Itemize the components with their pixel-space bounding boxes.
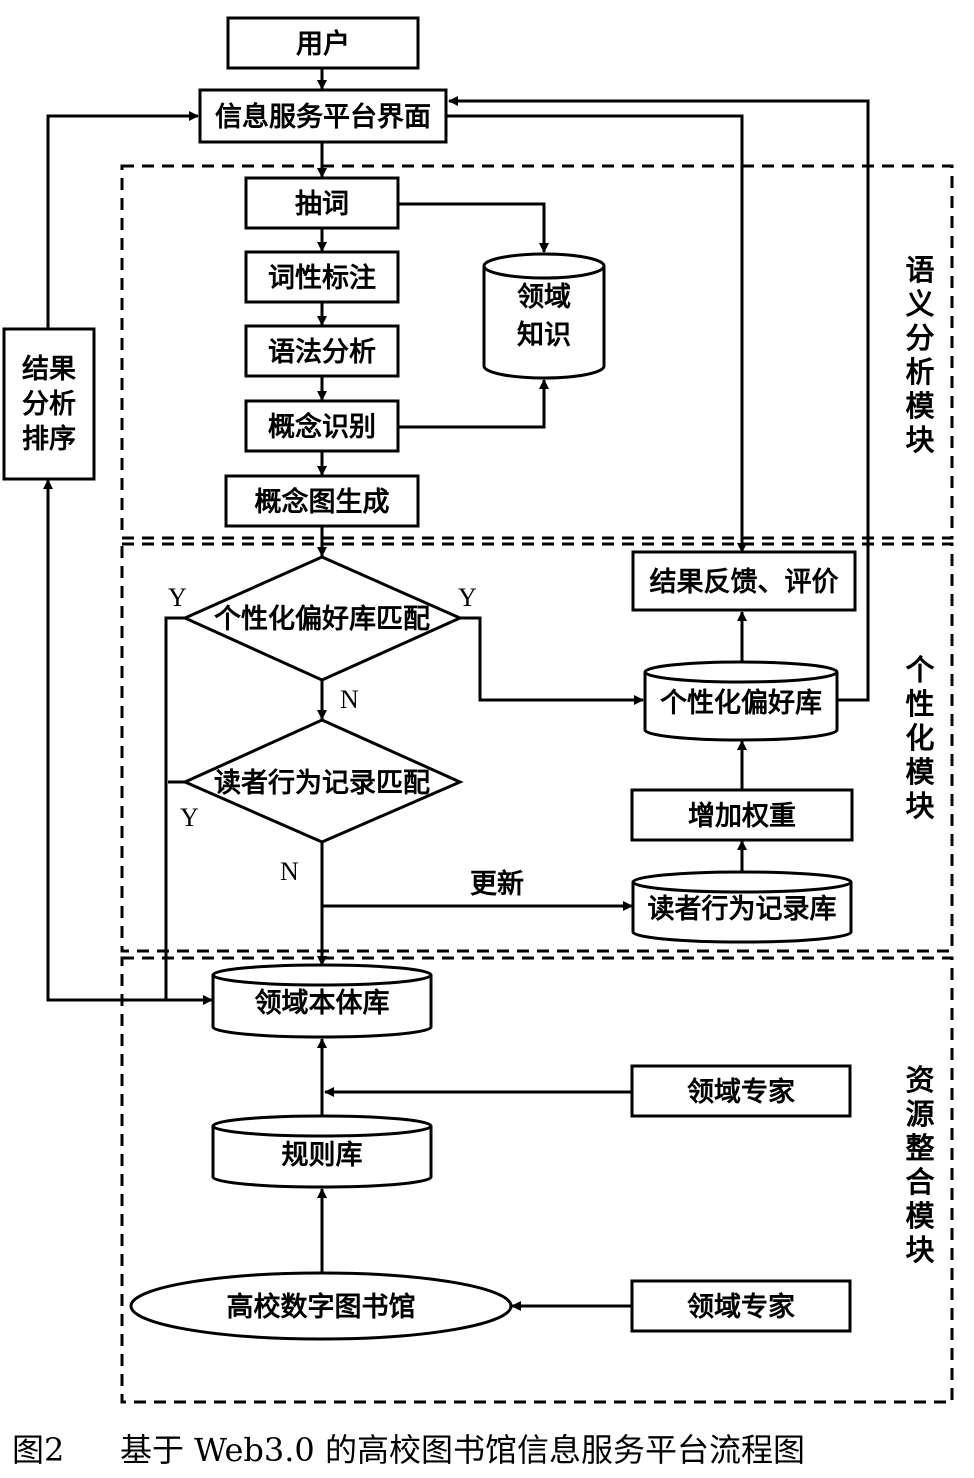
concept-recog-label: 概念识别 xyxy=(268,411,376,443)
svg-text:分: 分 xyxy=(905,321,934,355)
feedback-box xyxy=(631,550,857,612)
pref-no-label: N xyxy=(340,685,359,714)
pref-match-label: 个性化偏好库匹配 xyxy=(214,604,430,635)
pos-tag-label: 词性标注 xyxy=(268,262,376,294)
syntax-label: 语法分析 xyxy=(268,337,376,368)
pref-match-decision xyxy=(181,555,464,682)
concept-graph-label: 概念图生成 xyxy=(255,486,390,518)
pref-db-label: 个性化偏好库 xyxy=(660,688,822,719)
pref-db: 个性化偏好库 xyxy=(643,660,839,742)
library-label: 高校数字图书馆 xyxy=(227,1291,416,1323)
pref-yes-right-label: Y xyxy=(458,583,477,612)
figure-title: 基于 Web3.0 的高校图书馆信息服务平台流程图 xyxy=(120,1431,805,1469)
ontology-db-label: 领域本体库 xyxy=(255,988,390,1019)
svg-text:源: 源 xyxy=(905,1097,934,1131)
expert-label-2: 领域专家 xyxy=(687,1291,795,1323)
add-weight-label: 增加权重 xyxy=(688,800,796,832)
figure-number: 图2 xyxy=(12,1431,65,1469)
svg-text:模: 模 xyxy=(905,389,935,423)
reader-db: 读者行为记录库 xyxy=(631,870,853,944)
svg-text:析: 析 xyxy=(905,355,934,389)
figure-caption: 图2 基于 Web3.0 的高校图书馆信息服务平台流程图 xyxy=(0,1425,974,1473)
svg-text:整: 整 xyxy=(905,1131,934,1165)
extract-box xyxy=(244,176,400,230)
platform-label: 信息服务平台界面 xyxy=(215,101,431,133)
svg-text:性: 性 xyxy=(905,687,934,721)
resource-module-frame xyxy=(120,956,954,1404)
add-weight-box xyxy=(630,788,854,842)
expert-label-1: 领域专家 xyxy=(687,1076,795,1108)
svg-text:个: 个 xyxy=(905,653,935,687)
pos-tag-box xyxy=(244,250,400,304)
personal-module-title: 个 性 化 模 块 xyxy=(905,653,935,823)
result-sort-label-1: 结果 xyxy=(22,354,76,385)
svg-text:块: 块 xyxy=(905,789,934,823)
svg-text:语: 语 xyxy=(905,253,934,287)
personal-module-frame xyxy=(120,542,954,953)
extract-label: 抽词 xyxy=(295,189,349,220)
svg-text:义: 义 xyxy=(905,287,934,321)
reader-match-label: 读者行为记录匹配 xyxy=(214,767,430,799)
svg-text:合: 合 xyxy=(905,1165,934,1199)
resource-module-title: 资 源 整 合 模 块 xyxy=(905,1063,935,1267)
flowchart: 用户 信息服务平台界面 抽词 词性标注 语法分析 概念识别 概念图生成 领域 知… xyxy=(2,16,954,1404)
user-box xyxy=(226,16,420,70)
update-label: 更新 xyxy=(470,868,524,900)
rule-db: 规则库 xyxy=(211,1114,433,1189)
svg-text:模: 模 xyxy=(905,1199,935,1233)
syntax-box xyxy=(244,324,400,378)
svg-text:化: 化 xyxy=(905,721,934,755)
expert-box-2 xyxy=(630,1279,852,1333)
platform-box xyxy=(198,88,448,144)
ontology-db: 领域本体库 xyxy=(211,963,433,1039)
library-node xyxy=(129,1271,513,1341)
svg-text:块: 块 xyxy=(905,1233,934,1267)
domain-knowledge-db: 领域 知识 xyxy=(482,252,606,380)
concept-recog-box xyxy=(244,399,400,453)
pref-yes-left-label: Y xyxy=(168,583,187,612)
domain-knowledge-label-1: 领域 xyxy=(517,282,571,313)
svg-text:块: 块 xyxy=(905,423,934,457)
semantic-module-title: 语 义 分 析 模 块 xyxy=(905,253,935,457)
concept-graph-box xyxy=(224,474,420,528)
svg-text:模: 模 xyxy=(905,755,935,789)
domain-knowledge-label-2: 知识 xyxy=(517,320,571,351)
rule-db-label: 规则库 xyxy=(282,1140,363,1171)
expert-box-1 xyxy=(630,1064,852,1118)
feedback-label: 结果反馈、评价 xyxy=(650,567,840,598)
reader-db-label: 读者行为记录库 xyxy=(648,893,837,925)
result-sort-label-2: 分析 xyxy=(22,389,76,420)
reader-yes-label: Y xyxy=(180,803,199,832)
result-sort-box xyxy=(2,327,96,481)
reader-no-label: N xyxy=(280,857,299,886)
svg-text:资: 资 xyxy=(905,1063,934,1097)
reader-match-decision xyxy=(181,718,464,844)
result-sort-label-3: 排序 xyxy=(22,423,76,455)
user-label: 用户 xyxy=(296,28,350,60)
